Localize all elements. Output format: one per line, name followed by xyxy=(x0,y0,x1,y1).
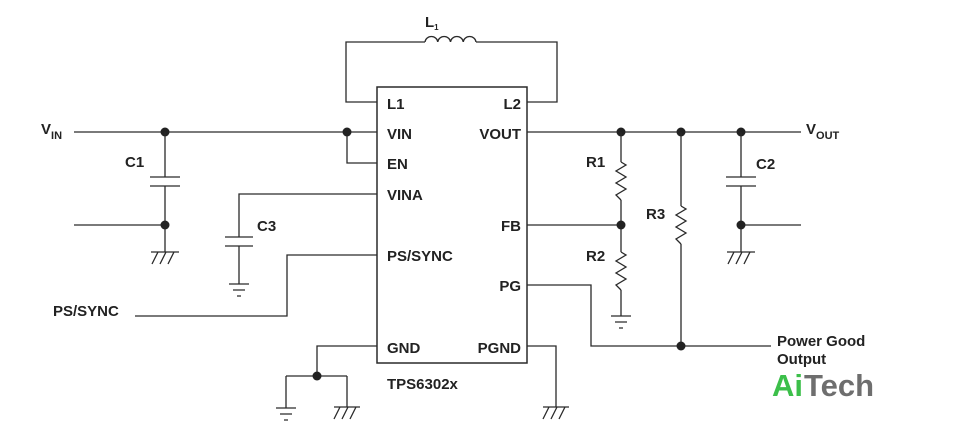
resistor-r1-label: R1 xyxy=(586,154,605,171)
wire-l1-loop xyxy=(345,41,558,103)
inductor-l1-label: L1 xyxy=(425,14,439,32)
junction-fb xyxy=(616,220,626,230)
chassis-ground-icon xyxy=(333,406,360,420)
pin-label-gnd: GND xyxy=(387,340,421,357)
ic-body xyxy=(376,86,528,364)
pin-label-fb: FB xyxy=(501,218,521,235)
chassis-ground-icon xyxy=(151,251,179,265)
pin-label-pg: PG xyxy=(499,278,521,295)
junction-power-good xyxy=(676,341,686,351)
capacitor-c2-label: C2 xyxy=(756,156,775,173)
wire-vina xyxy=(238,193,377,284)
junction-c2-ground xyxy=(736,220,746,230)
pin-label-vina: VINA xyxy=(387,187,423,204)
capacitor-c3-symbol xyxy=(225,236,253,247)
resistor-r3-label: R3 xyxy=(646,206,665,223)
pin-label-l2: L2 xyxy=(503,96,521,113)
svg-text:Tech: Tech xyxy=(804,368,874,403)
wire-gnd xyxy=(285,345,377,408)
svg-text:Ai: Ai xyxy=(772,368,803,403)
resistor-r1-symbol xyxy=(614,161,628,201)
junction-c1-ground xyxy=(160,220,170,230)
pin-label-pgnd: PGND xyxy=(478,340,522,357)
pin-label-vin: VIN xyxy=(387,126,412,143)
wire-vin-to-en xyxy=(346,132,377,164)
chassis-ground-icon xyxy=(727,251,755,265)
junction-gnd xyxy=(312,371,322,381)
ic-part-number: TPS6302x xyxy=(387,376,459,393)
chassis-ground-icon xyxy=(542,406,569,420)
pin-label-ps-sync: PS/SYNC xyxy=(387,248,453,265)
wire-pgnd xyxy=(527,345,557,407)
wire-pg xyxy=(527,284,771,347)
capacitor-c2-symbol xyxy=(726,176,756,187)
wire-ps-sync xyxy=(135,254,377,317)
vout-net-label: VOUT xyxy=(806,121,840,142)
aitech-watermark-logo: Ai Tech xyxy=(772,368,874,403)
vin-net-label: VIN xyxy=(41,121,62,142)
signal-ground-icon xyxy=(276,407,296,421)
capacitor-c1-label: C1 xyxy=(125,154,144,171)
resistor-r3-symbol xyxy=(674,205,688,245)
pin-label-vout: VOUT xyxy=(479,126,521,143)
ps-sync-net-label: PS/SYNC xyxy=(53,303,119,320)
resistor-r2-symbol xyxy=(614,251,628,291)
signal-ground-icon xyxy=(229,283,249,297)
capacitor-c3-label: C3 xyxy=(257,218,276,235)
pin-label-en: EN xyxy=(387,156,408,173)
junction-vin-en xyxy=(342,127,352,137)
signal-ground-icon xyxy=(611,315,631,329)
capacitor-c1-symbol xyxy=(150,176,180,187)
resistor-r2-label: R2 xyxy=(586,248,605,265)
inductor-l1-symbol xyxy=(424,35,477,43)
pin-label-l1: L1 xyxy=(387,96,405,113)
